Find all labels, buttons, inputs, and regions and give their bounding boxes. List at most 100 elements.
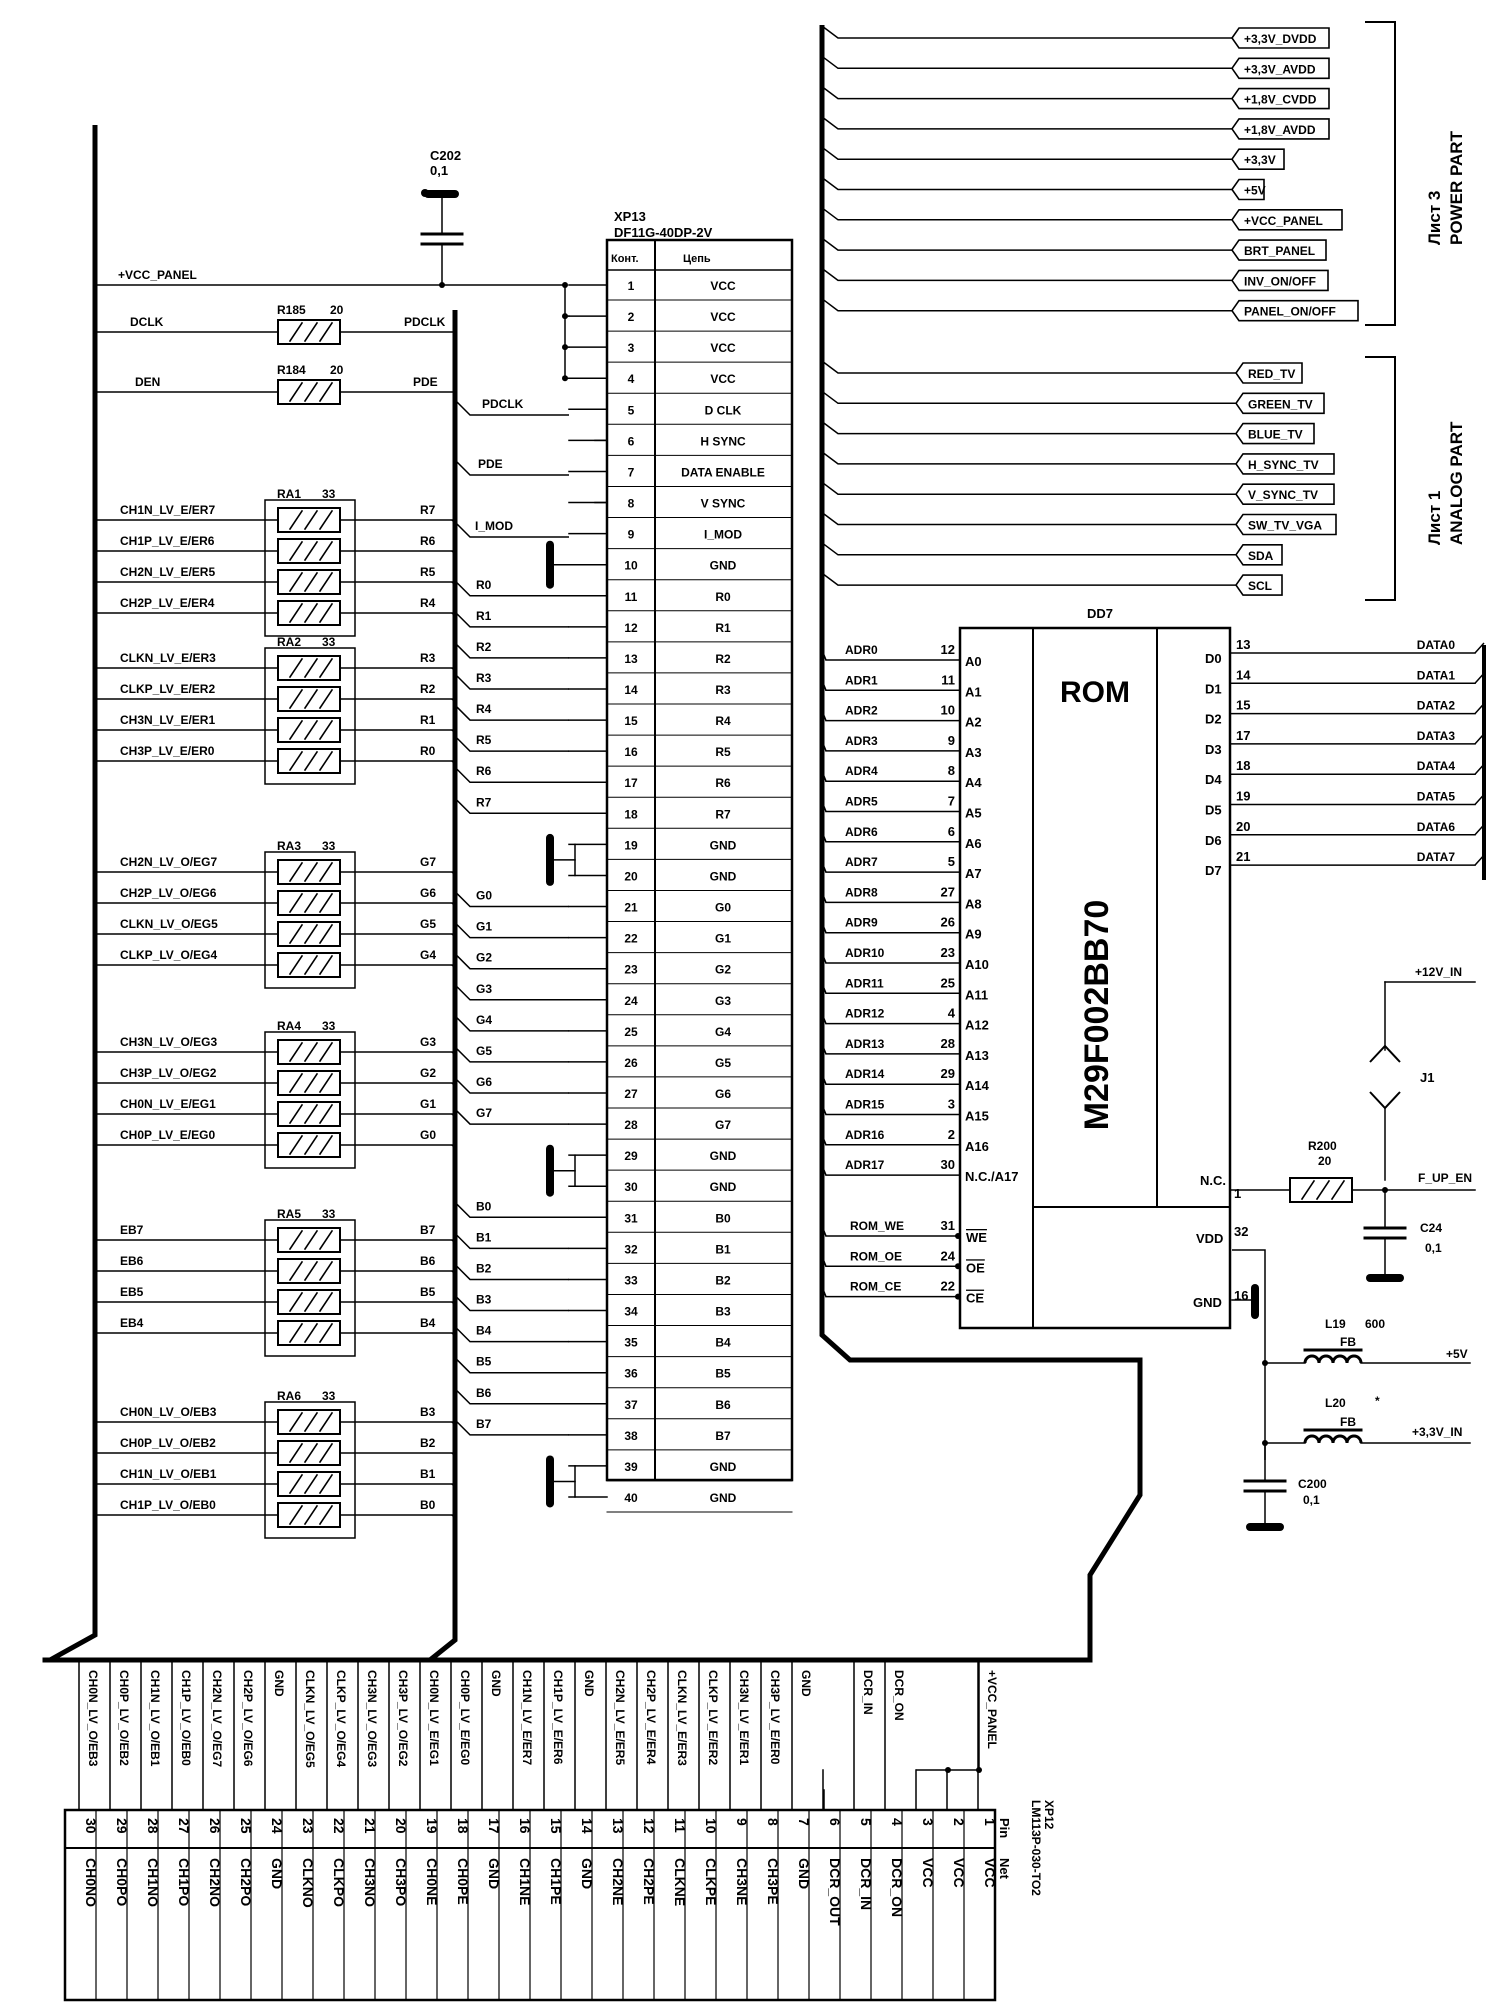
resistor-hatch <box>303 861 319 883</box>
xp13-pin-name: B3 <box>715 1305 731 1319</box>
xp12-pin-number: 1 <box>982 1818 998 1826</box>
bus-net-label: R1 <box>476 609 492 623</box>
rom-data-pin-name: D5 <box>1205 803 1222 818</box>
rom-address-pin-name: A7 <box>965 866 982 881</box>
bus-to-connector-wire <box>454 704 569 721</box>
pde-branch <box>454 459 569 476</box>
rom-data-pin-number: 13 <box>1236 637 1250 652</box>
xp12-pin-number: 12 <box>641 1818 657 1834</box>
xp13-pin-number: 22 <box>624 932 638 946</box>
r185-ref: R185 <box>277 303 306 317</box>
bus-entry <box>821 1225 827 1237</box>
net-pdclk: PDCLK <box>404 315 446 329</box>
analog-net-wire <box>821 511 1236 526</box>
bus-to-connector-wire <box>454 1326 569 1343</box>
xp13-pin-number: 5 <box>628 403 635 417</box>
array-output-net: B1 <box>420 1467 436 1481</box>
xp13-pin-number: 39 <box>624 1460 638 1474</box>
bus-net-label: B1 <box>476 1230 492 1244</box>
resistor-hatch <box>288 321 304 343</box>
rom-control-pin-number: 31 <box>941 1218 955 1233</box>
rom-address-net: ADR6 <box>845 825 878 839</box>
resistor-hatch <box>303 719 319 741</box>
resistor-hatch <box>303 602 319 624</box>
bus-entry <box>451 1082 456 1087</box>
j1-ref: J1 <box>1420 1070 1434 1085</box>
r185 <box>277 319 341 345</box>
rom-address-net: ADR14 <box>845 1067 885 1081</box>
rom-data-net: DATA2 <box>1417 699 1456 713</box>
rom-address-pin-name: A11 <box>965 987 988 1002</box>
analog-tag-text: RED_TV <box>1248 367 1295 381</box>
xp13-pin-number: 38 <box>624 1429 638 1443</box>
xp12-net-label: CLKP_LV_E/ER2 <box>706 1670 720 1765</box>
resistor-hatch <box>288 1411 304 1433</box>
xp13-pin-name: I_MOD <box>704 528 742 542</box>
rom-data-pin-name: D0 <box>1205 651 1222 666</box>
resistor-hatch <box>288 1072 304 1094</box>
bus-entry <box>821 861 827 873</box>
xp12-pin-name: CH1PO <box>176 1858 192 1906</box>
rom-address-pin-number: 7 <box>948 794 955 809</box>
resistor-hatch <box>303 892 319 914</box>
xp13-pin-name: B4 <box>715 1336 731 1350</box>
analog-net-wire <box>821 421 1236 435</box>
xp13-pin-number: 40 <box>624 1491 638 1505</box>
l20-value: * <box>1375 1394 1380 1408</box>
rom-data-net: DATA5 <box>1417 790 1456 804</box>
power-tag <box>1231 118 1330 140</box>
rom-address-pin-name: A4 <box>965 775 982 790</box>
power-net-wire <box>821 267 1232 282</box>
xp13-pin-number: 15 <box>624 714 638 728</box>
bus-entry <box>821 740 827 752</box>
xp13-ref: XP13 <box>614 209 646 224</box>
xp12-pin-number: 28 <box>145 1818 161 1834</box>
rom-address-net: ADR0 <box>845 643 878 657</box>
xp13-pin-number: 10 <box>624 559 638 573</box>
rom-control-pin-number: 22 <box>941 1279 955 1294</box>
bus-net-label: G4 <box>476 1013 492 1027</box>
bus-entry <box>821 1134 827 1146</box>
resistor-hatch <box>288 688 304 710</box>
analog-tag <box>1235 453 1335 475</box>
xp13-pin-name: R3 <box>715 683 731 697</box>
rom-data-pin-name: D2 <box>1205 712 1222 727</box>
power-tag <box>1231 239 1327 261</box>
bus-net-label: B0 <box>476 1199 492 1213</box>
array-output-net: G4 <box>420 948 436 962</box>
bus-entry <box>821 1164 827 1176</box>
resistor-hatch <box>288 1473 304 1495</box>
analog-tag <box>1235 543 1283 566</box>
power-net-wire <box>821 25 1232 39</box>
rom-address-net: ADR13 <box>845 1037 885 1051</box>
resistor-hatch <box>303 1229 319 1251</box>
resistor-array-value: 33 <box>322 1207 336 1221</box>
resistor-hatch <box>303 1504 319 1526</box>
xp13-pin-name: GND <box>710 1460 737 1474</box>
rom-address-pin-name: A16 <box>965 1139 989 1154</box>
junction-dot <box>955 1293 961 1300</box>
bus-entry <box>821 952 827 964</box>
resistor-hatch <box>318 1041 334 1063</box>
bus-net-label: R7 <box>476 795 492 809</box>
bus-entry <box>821 1073 827 1085</box>
array-input-net: CH1P_LV_E/ER6 <box>120 534 215 548</box>
xp12-net-label: CH3P_LV_O/EG2 <box>396 1670 410 1767</box>
xp12-net-label: +VCC_PANEL <box>985 1670 999 1749</box>
xp12-pin-number: 24 <box>269 1818 285 1834</box>
xp13-pin-name: G0 <box>715 901 731 915</box>
power-tag-text: INV_ON/OFF <box>1244 274 1316 288</box>
resistor-array-ref: RA5 <box>277 1207 301 1221</box>
resistor-hatch <box>318 1072 334 1094</box>
xp13-pin-name: GND <box>710 559 737 573</box>
xp12-pin-number: 7 <box>796 1818 812 1826</box>
rom-data-pin-name: D7 <box>1205 863 1222 878</box>
rom-address-net: ADR17 <box>845 1158 885 1172</box>
xp12-ref: XP12 <box>1042 1800 1056 1830</box>
array-output-net: B7 <box>420 1223 436 1237</box>
array-output-net: R2 <box>420 682 436 696</box>
array-output-net: R4 <box>420 596 436 610</box>
rom-address-pin-name: A8 <box>965 896 982 911</box>
xp12-net-label: CH1P_LV_E/ER6 <box>551 1670 565 1765</box>
bus-to-connector-wire <box>454 984 569 1001</box>
